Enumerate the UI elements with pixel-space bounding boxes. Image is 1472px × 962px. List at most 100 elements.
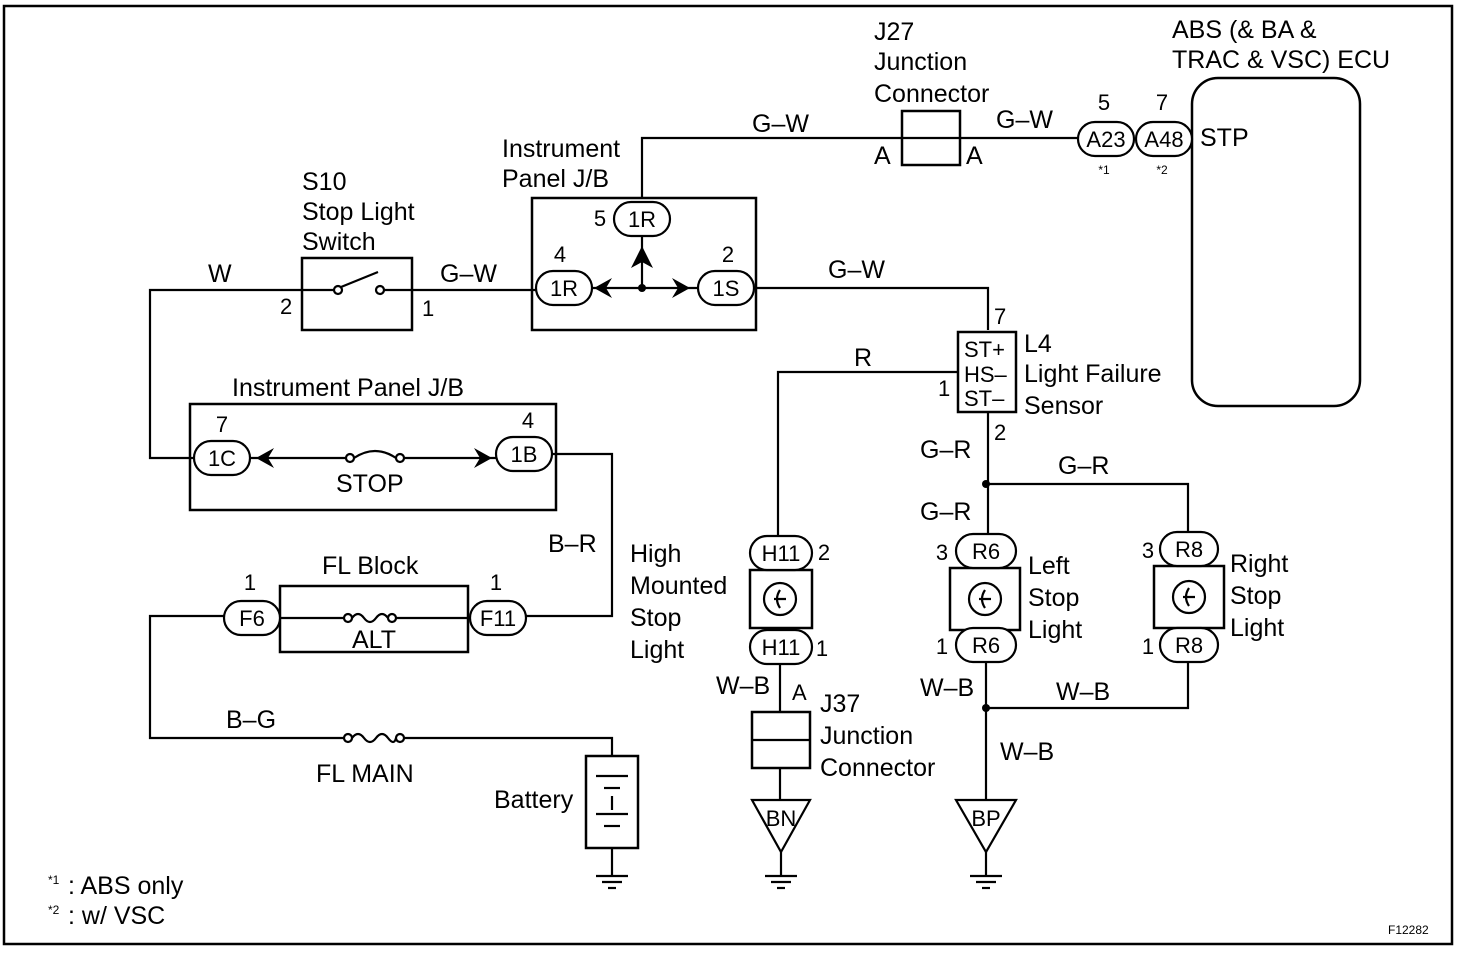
- svg-text:ST+: ST+: [964, 337, 1005, 362]
- svg-text:5: 5: [1098, 90, 1110, 115]
- svg-text:2: 2: [994, 420, 1006, 445]
- svg-text:Stop: Stop: [1028, 584, 1079, 612]
- svg-text:F11: F11: [480, 606, 516, 631]
- svg-text:BP: BP: [971, 806, 1000, 831]
- svg-text:W–B: W–B: [716, 672, 770, 700]
- svg-text:High: High: [630, 540, 681, 568]
- svg-text:*2: *2: [48, 903, 60, 917]
- fl-main-fuse: FL MAIN: [316, 732, 414, 788]
- svg-text:4: 4: [522, 408, 534, 433]
- svg-text:HS–: HS–: [964, 362, 1008, 387]
- svg-text:1: 1: [490, 570, 502, 595]
- svg-text:FL MAIN: FL MAIN: [316, 760, 414, 788]
- connector-1b: 1B 4: [494, 408, 554, 473]
- svg-text:3: 3: [936, 540, 948, 565]
- connector-f6: F6 1: [222, 570, 282, 637]
- ecu-title-1: ABS (& BA &: [1172, 16, 1317, 44]
- connector-r8-bottom: R8 1: [1142, 626, 1220, 664]
- svg-text:Right: Right: [1230, 550, 1288, 578]
- fuse-stop: STOP: [336, 470, 404, 498]
- figure-id: F12282: [1388, 923, 1429, 937]
- wire-w-b-right: [986, 662, 1190, 710]
- svg-text:Stop: Stop: [1230, 582, 1281, 610]
- svg-text:Junction: Junction: [820, 722, 913, 750]
- svg-text:A48: A48: [1144, 127, 1183, 152]
- svg-text:1: 1: [1142, 634, 1154, 659]
- svg-text:W–B: W–B: [1056, 678, 1110, 706]
- svg-text:R6: R6: [972, 539, 1000, 564]
- svg-text:1: 1: [422, 296, 434, 321]
- svg-text:Battery: Battery: [494, 786, 574, 814]
- connector-a48: A48 7 *2: [1134, 90, 1194, 177]
- svg-text:G–R: G–R: [920, 498, 971, 526]
- svg-text:Mounted: Mounted: [630, 572, 727, 600]
- svg-text:Light: Light: [1028, 616, 1082, 644]
- ground-bp: BP: [954, 798, 1018, 890]
- svg-text:2: 2: [722, 242, 734, 267]
- svg-text:1R: 1R: [550, 276, 578, 301]
- svg-text:G–R: G–R: [1058, 452, 1109, 480]
- svg-text:1: 1: [816, 636, 828, 661]
- fuse-alt: ALT: [352, 626, 396, 654]
- svg-text:J27: J27: [874, 18, 914, 46]
- right-stop-light: Right Stop Light: [1152, 550, 1288, 642]
- s10-stop-light-switch: S10 Stop Light Switch 2 1: [280, 168, 434, 332]
- connector-1s: 1S 2: [696, 242, 756, 307]
- left-stop-light: Left Stop Light: [948, 552, 1082, 644]
- connector-a23: A23 5 *1: [1076, 90, 1136, 177]
- connector-r8-top: R8 3: [1142, 530, 1220, 568]
- connector-1r-left: 1R 4: [534, 242, 594, 307]
- svg-text:1S: 1S: [713, 276, 740, 301]
- svg-text:7: 7: [994, 304, 1006, 329]
- footnotes: *1 : ABS only *2 : w/ VSC: [48, 872, 184, 930]
- instrument-panel-jb-bottom: Instrument Panel J/B STOP: [188, 374, 558, 512]
- svg-text:3: 3: [1142, 538, 1154, 563]
- svg-text:B–G: B–G: [226, 706, 276, 734]
- svg-text:R8: R8: [1175, 537, 1203, 562]
- connector-h11-top: H11 2: [748, 534, 830, 572]
- connector-1r-top: 1R 5: [594, 200, 672, 238]
- svg-text:7: 7: [216, 412, 228, 437]
- svg-text:*1: *1: [1098, 163, 1110, 177]
- wire-g-r-right: [988, 482, 1190, 532]
- wire-b-g: [148, 614, 344, 740]
- svg-text:Light Failure: Light Failure: [1024, 360, 1162, 388]
- svg-text:FL Block: FL Block: [322, 552, 419, 580]
- svg-text:1: 1: [244, 570, 256, 595]
- svg-text:Stop Light: Stop Light: [302, 198, 415, 226]
- connector-r6-top: R6 3: [936, 532, 1018, 570]
- svg-text:G–W: G–W: [752, 110, 809, 138]
- svg-text:Light: Light: [1230, 614, 1284, 642]
- instrument-panel-jb-top: Instrument Panel J/B: [502, 135, 758, 332]
- high-mounted-stop-light: High Mounted Stop Light: [630, 540, 814, 664]
- svg-text:7: 7: [1156, 90, 1168, 115]
- svg-text:B–R: B–R: [548, 530, 597, 558]
- svg-text:G–W: G–W: [440, 260, 497, 288]
- svg-text:R: R: [854, 344, 872, 372]
- svg-text:1B: 1B: [511, 442, 538, 467]
- j37-junction-connector: A J37 Junction Connector: [750, 680, 935, 782]
- fl-block: FL Block ALT: [278, 552, 470, 654]
- wire-fl-main-battery: [404, 736, 614, 756]
- ground-bn: BN: [750, 798, 812, 890]
- svg-text:4: 4: [554, 242, 566, 267]
- svg-text:2: 2: [818, 540, 830, 565]
- svg-text:H11: H11: [762, 635, 801, 660]
- svg-text:Panel J/B: Panel J/B: [502, 165, 609, 193]
- wire-b-r: [526, 452, 614, 618]
- svg-text:: w/ VSC: : w/ VSC: [68, 902, 165, 930]
- svg-text:1C: 1C: [208, 446, 236, 471]
- svg-text:: ABS only: : ABS only: [68, 872, 184, 900]
- svg-text:W–B: W–B: [920, 674, 974, 702]
- connector-r6-bottom: R6 1: [936, 626, 1018, 664]
- svg-text:Junction: Junction: [874, 48, 967, 76]
- ecu-title-2: TRAC & VSC) ECU: [1172, 46, 1390, 74]
- wire-jb-j27: [640, 136, 902, 198]
- svg-text:Connector: Connector: [874, 80, 989, 108]
- svg-text:A: A: [874, 142, 891, 170]
- svg-text:G–W: G–W: [828, 256, 885, 284]
- svg-text:G–R: G–R: [920, 436, 971, 464]
- svg-text:F6: F6: [239, 606, 265, 631]
- l4-light-failure-sensor: ST+ HS– ST– L4 Light Failure Sensor 7 1 …: [938, 304, 1162, 445]
